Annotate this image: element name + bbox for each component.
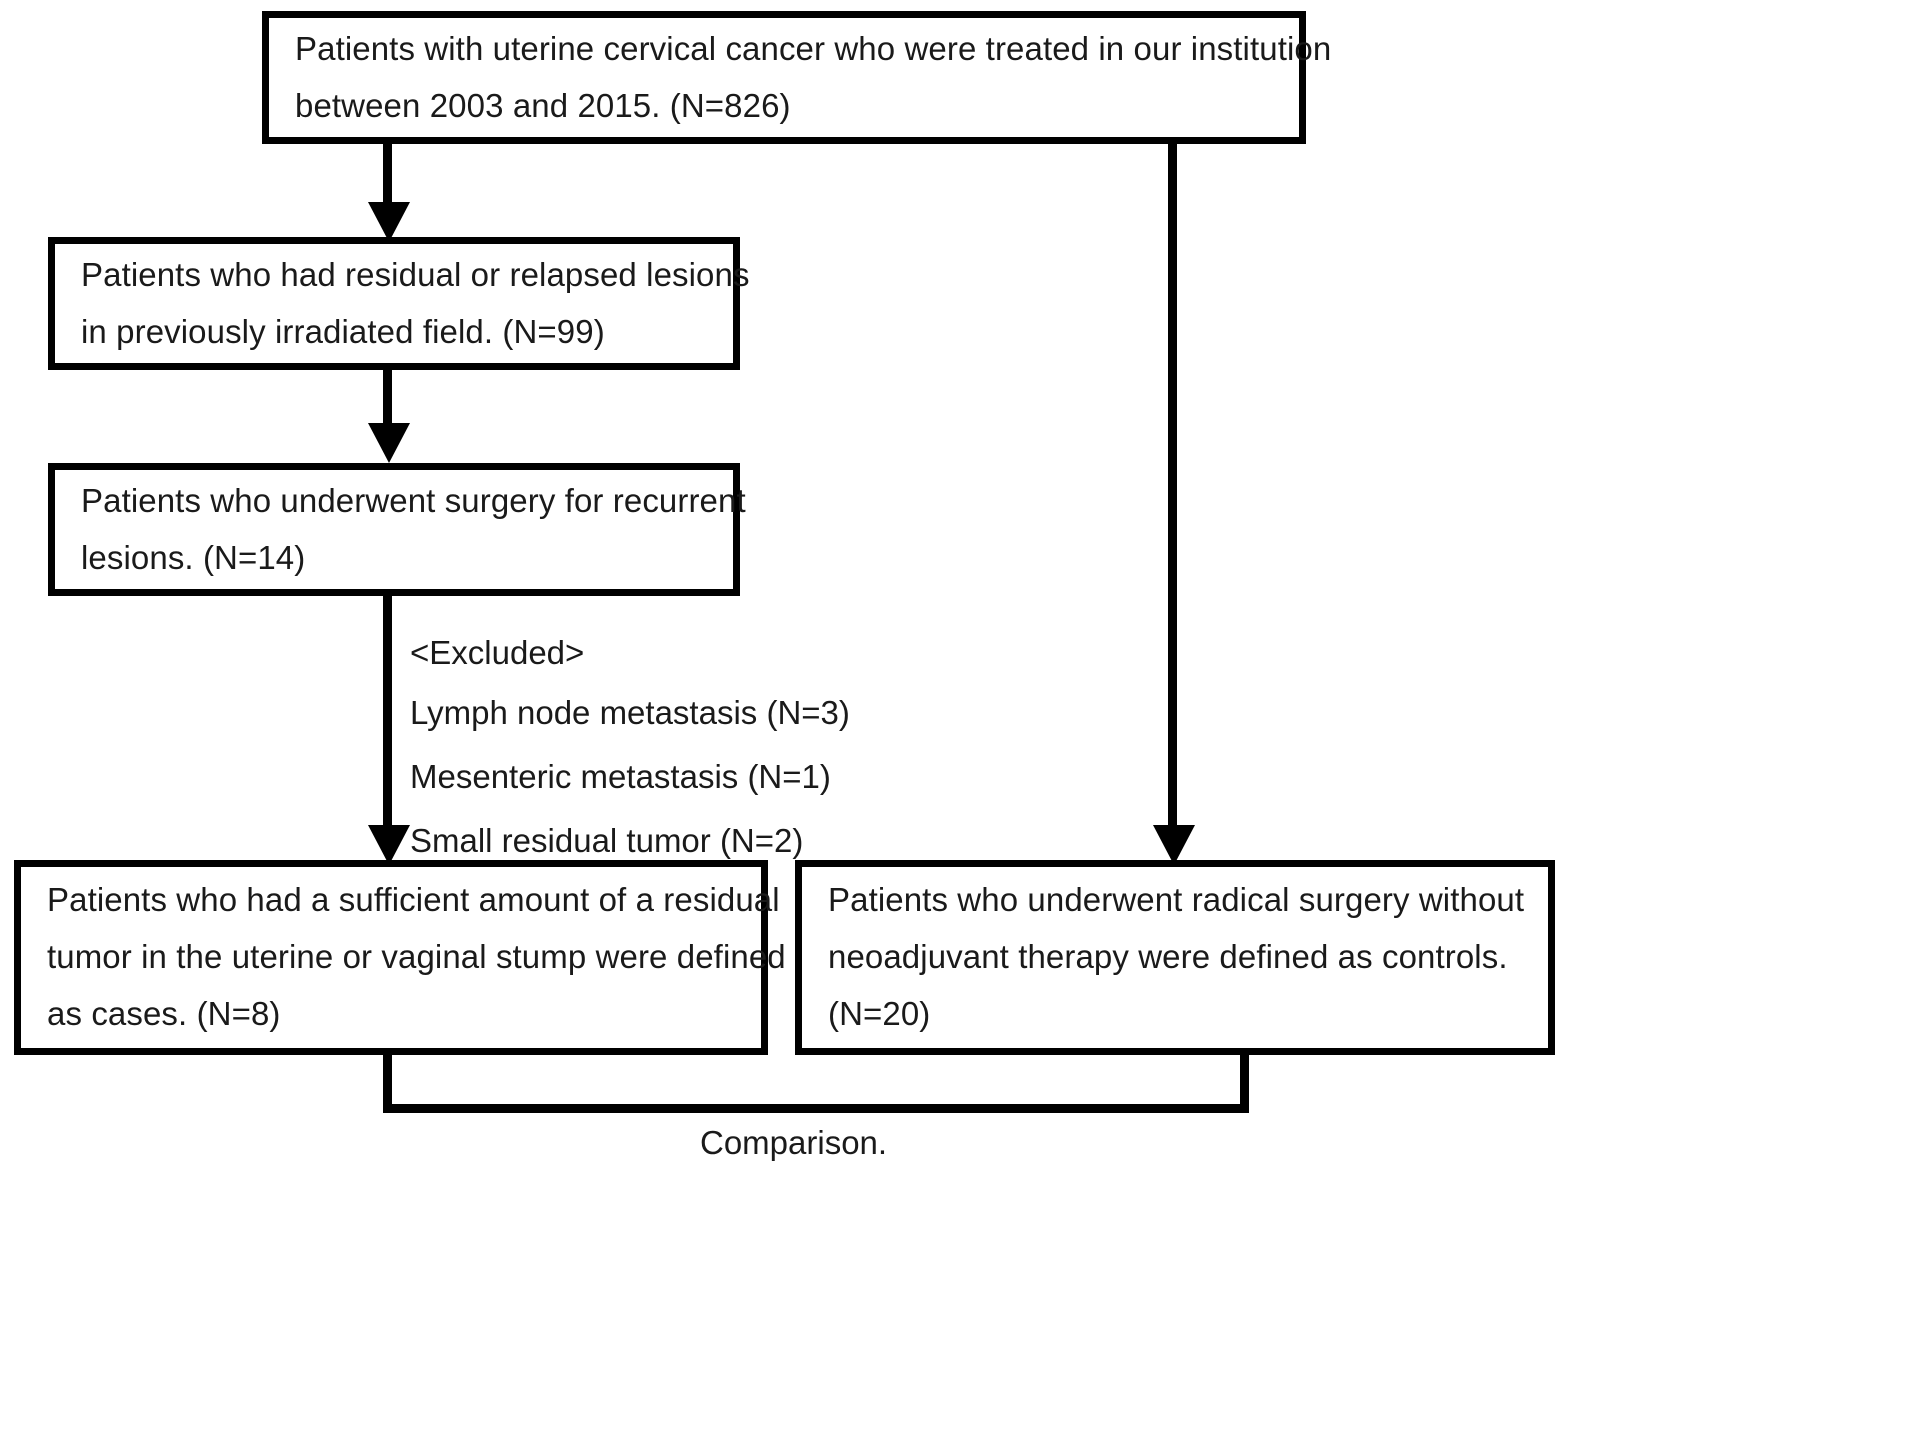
node-cohort-line-1: Patients with uterine cervical cancer wh…: [295, 29, 1332, 67]
figure-caption: Comparison.: [700, 1124, 888, 1161]
connector-cohort-to-controls: [1168, 144, 1177, 844]
connector-cohort-to-residual: [383, 144, 392, 212]
node-residual-relapsed-line-2: in previously irradiated field. (N=99): [81, 312, 605, 350]
bracket-stem-left: [383, 1055, 392, 1112]
node-surgery-recurrent: Patients who underwent surgery for recur…: [48, 463, 746, 596]
connector-surgery-to-cases: [383, 596, 392, 841]
node-controls-line-2: neoadjuvant therapy were defined as cont…: [828, 938, 1508, 976]
node-cohort-line-2: between 2003 and 2015. (N=826): [295, 86, 791, 124]
node-residual-relapsed-line-1: Patients who had residual or relapsed le…: [81, 255, 750, 293]
node-cases-line-3: as cases. (N=8): [47, 994, 281, 1032]
arrowhead-residual-to-surgery: [368, 423, 410, 463]
node-cohort: Patients with uterine cervical cancer wh…: [262, 11, 1332, 144]
node-cases-line-1: Patients who had a sufficient amount of …: [47, 881, 780, 919]
node-surgery-recurrent-line-2: lesions. (N=14): [81, 538, 306, 576]
node-cases: Patients who had a sufficient amount of …: [14, 860, 786, 1055]
node-cases-line-2: tumor in the uterine or vaginal stump we…: [47, 938, 786, 976]
arrowhead-cohort-to-controls: [1153, 825, 1195, 865]
node-residual-relapsed: Patients who had residual or relapsed le…: [48, 237, 750, 370]
bracket-crossbar: [383, 1104, 1249, 1113]
excluded-item-mesenteric: Mesenteric metastasis (N=1): [410, 758, 831, 795]
arrowhead-cohort-to-residual: [368, 202, 410, 242]
excluded-item-small-residual: Small residual tumor (N=2): [410, 822, 804, 859]
node-controls-line-3: (N=20): [828, 994, 931, 1032]
node-controls: Patients who underwent radical surgery w…: [795, 860, 1555, 1055]
connector-residual-to-surgery: [383, 370, 392, 438]
excluded-heading: <Excluded>: [410, 634, 585, 671]
node-controls-line-1: Patients who underwent radical surgery w…: [828, 881, 1525, 919]
arrowhead-surgery-to-cases: [368, 825, 410, 865]
excluded-item-lymph-node: Lymph node metastasis (N=3): [410, 694, 850, 731]
bracket-stem-right: [1240, 1055, 1249, 1112]
node-surgery-recurrent-line-1: Patients who underwent surgery for recur…: [81, 481, 746, 519]
excluded-list: Lymph node metastasis (N=3) Mesenteric m…: [410, 696, 850, 888]
